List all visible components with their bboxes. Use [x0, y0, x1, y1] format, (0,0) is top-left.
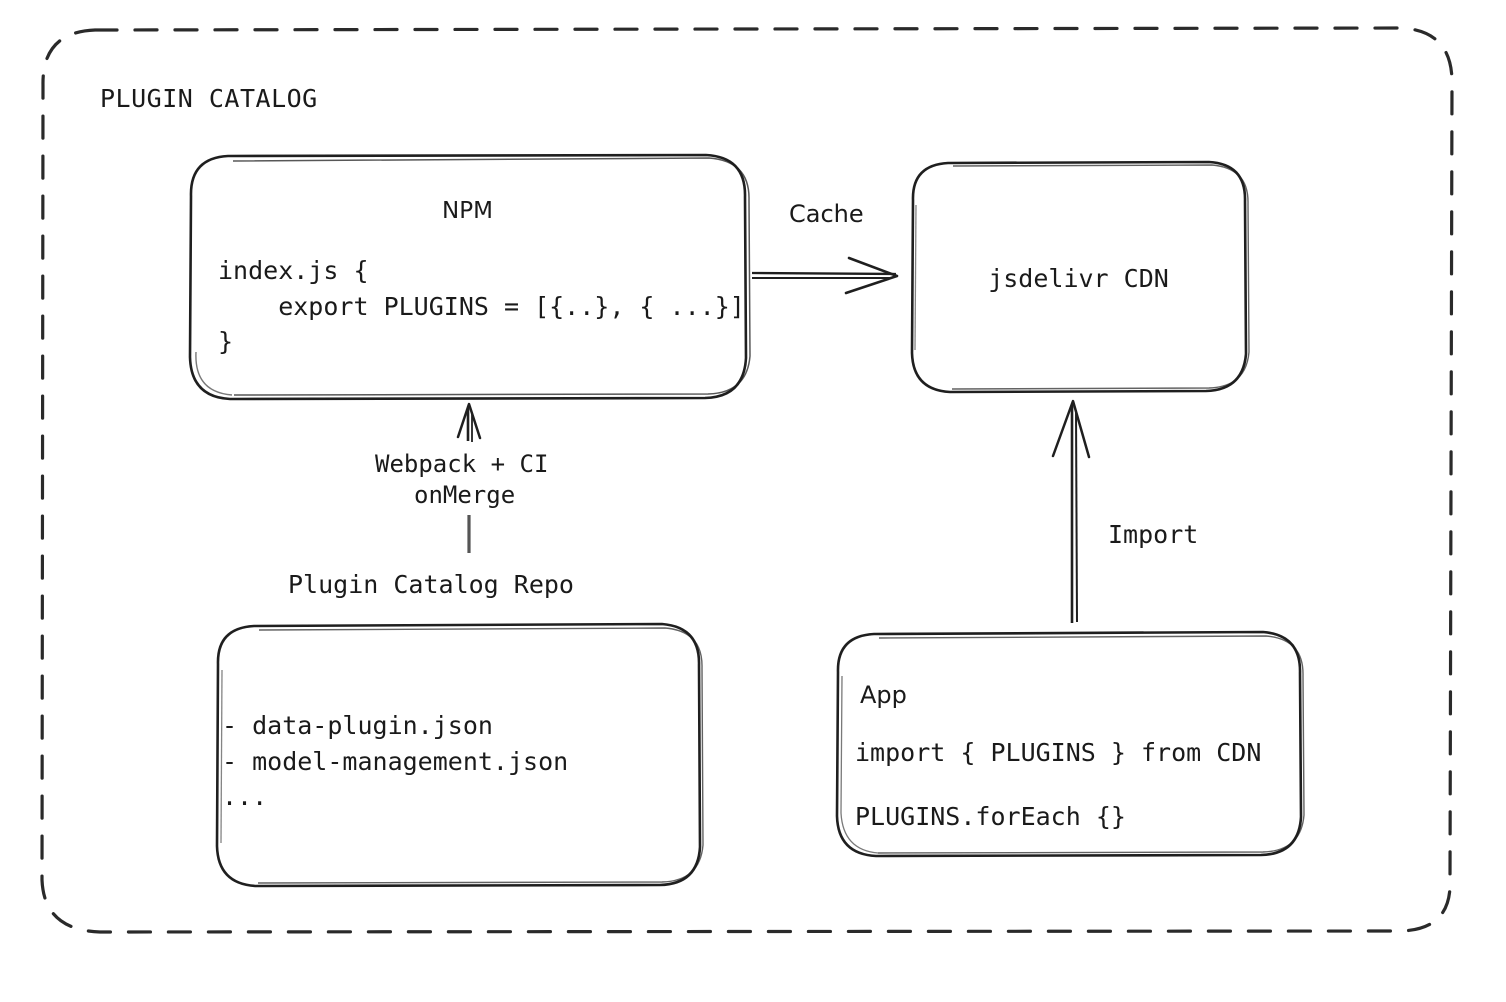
edge-cache-label: Cache: [789, 200, 864, 228]
npm-node-code: index.js { export PLUGINS = [{..}, { ...…: [218, 253, 745, 360]
plugin-catalog-repo-file-list: - data-plugin.json - model-management.jso…: [222, 708, 568, 815]
group-title: PLUGIN CATALOG: [100, 84, 318, 113]
plugin-catalog-repo-caption: Plugin Catalog Repo: [288, 570, 574, 599]
jsdelivr-cdn-node-title: jsdelivr CDN: [988, 264, 1169, 293]
app-node-title: App: [860, 681, 907, 709]
edge-app-to-cdn-arrow: [1051, 399, 1091, 623]
edge-npm-to-cdn-arrow: [751, 256, 899, 295]
npm-code-line-3: }: [218, 327, 234, 356]
npm-node-title: NPM: [442, 198, 493, 224]
npm-code-line-2: export PLUGINS = [{..}, { ...}]: [218, 291, 745, 321]
edge-webpack-label-line2: onMerge: [414, 481, 516, 509]
repo-file-line-2: - model-management.json: [222, 746, 569, 776]
repo-file-line-3: ...: [222, 782, 268, 811]
npm-code-line-1: index.js {: [218, 256, 369, 285]
app-code-line-2: PLUGINS.forEach {}: [855, 802, 1126, 831]
app-code-line-1: import { PLUGINS } from CDN: [855, 738, 1262, 767]
repo-file-line-1: - data-plugin.json: [222, 711, 493, 740]
edge-import-label: Import: [1108, 520, 1199, 549]
edge-webpack-label-line1: Webpack + CI: [375, 450, 549, 478]
